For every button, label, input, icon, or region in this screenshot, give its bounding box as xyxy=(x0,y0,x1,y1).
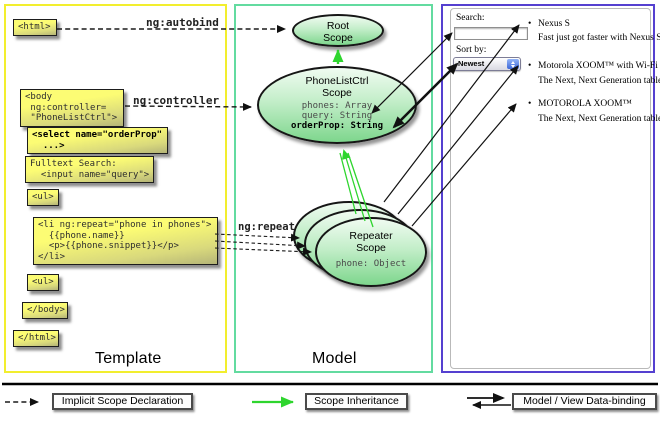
phone-item-desc: Fast just got faster with Nexus S. xyxy=(538,33,660,43)
template-column-title: Template xyxy=(95,350,162,367)
code-line: <html> xyxy=(18,22,51,32)
scope-prop-phone: phone: Object xyxy=(335,259,407,269)
code-line: <p>{{phone.snippet}}</p> xyxy=(38,241,179,251)
search-label: Search: xyxy=(456,13,485,23)
model-column-title: Model xyxy=(312,350,357,367)
repeater-scope-label: Scope xyxy=(356,242,386,254)
code-line: <input name="query"> xyxy=(30,169,150,180)
sort-dropdown[interactable]: Newest xyxy=(453,57,521,71)
code-box-body-close: </body> xyxy=(22,302,68,319)
code-box-li-repeat: <li ng:repeat="phone in phones"> {{phone… xyxy=(33,217,218,265)
phonelistctrl-scope-name: PhoneListCtrl xyxy=(305,75,369,87)
bullet-icon: • xyxy=(528,99,532,109)
ng-autobind-label: ng:autobind xyxy=(146,16,219,29)
code-box-html-open: <html> xyxy=(13,19,57,36)
code-line: </html> xyxy=(18,333,56,343)
phonelistctrl-scope-ellipse: PhoneListCtrl Scope phones: Array query:… xyxy=(257,66,417,144)
phone-item-desc: The Next, Next Generation tablet. xyxy=(538,114,660,124)
arrow-up-icon xyxy=(511,60,515,64)
code-line: <ul> xyxy=(32,277,54,287)
repeater-scope-name: Repeater xyxy=(349,230,393,242)
root-scope-name: Root xyxy=(326,20,350,32)
ng-repeat-label: ng:repeat xyxy=(238,221,295,233)
search-input[interactable] xyxy=(454,27,528,40)
legend-model-view-data-binding: Model / View Data-binding xyxy=(512,393,657,410)
code-box-ul-open: <ul> xyxy=(27,189,59,206)
code-box-select-orderprop: <select name="orderProp" ...> xyxy=(27,127,168,154)
arrow-down-icon xyxy=(511,64,515,68)
code-box-body-open: <body ng:controller= "PhoneListCtrl"> xyxy=(20,89,124,127)
scope-prop-phones: phones: Array xyxy=(301,101,373,111)
code-line: ng:controller= xyxy=(25,102,107,113)
code-box-ul-close: <ul> xyxy=(27,274,59,291)
code-line: <ul> xyxy=(32,192,54,202)
scope-prop-orderprop: orderProp: String xyxy=(290,121,384,131)
phone-item-desc: The Next, Next Generation tablet. xyxy=(538,76,660,86)
legend-scope-inheritance: Scope Inheritance xyxy=(305,393,408,410)
code-line: "PhoneListCtrl"> xyxy=(25,113,118,123)
legend-implicit-scope-declaration: Implicit Scope Declaration xyxy=(52,393,193,410)
ng-controller-label: ng:controller xyxy=(133,94,220,107)
sort-dropdown-value: Newest xyxy=(458,59,485,68)
code-line: </li> xyxy=(38,251,66,262)
code-line: ...> xyxy=(32,140,65,151)
code-box-fulltext-search: Fulltext Search: <input name="query"> xyxy=(25,156,154,183)
code-line: <body xyxy=(25,92,53,102)
sort-by-label: Sort by: xyxy=(456,45,487,55)
view-rendered-panel: Search: Sort by: Newest • Nexus S Fast j… xyxy=(450,8,660,369)
phone-item-name: Nexus S xyxy=(538,19,570,29)
phone-item-name: Motorola XOOM™ with Wi-Fi xyxy=(538,61,658,71)
root-scope-label: Scope xyxy=(323,32,353,44)
model-panel xyxy=(234,4,433,373)
bullet-icon: • xyxy=(528,61,532,71)
repeater-scope-ellipse-front: Repeater Scope phone: Object xyxy=(315,217,427,287)
phonelistctrl-scope-label: Scope xyxy=(322,87,352,99)
code-line: <li ng:repeat="phone in phones"> xyxy=(38,220,212,230)
scope-prop-query: query: String xyxy=(301,111,373,121)
root-scope-ellipse: Root Scope xyxy=(292,14,384,47)
code-line: </body> xyxy=(27,305,65,315)
code-line: {{phone.name}} xyxy=(38,230,125,241)
code-box-html-close: </html> xyxy=(13,330,59,347)
phone-item-name: MOTOROLA XOOM™ xyxy=(538,99,632,109)
dropdown-stepper-icon xyxy=(507,59,519,69)
code-line: <select name="orderProp" xyxy=(32,130,163,140)
bullet-icon: • xyxy=(528,19,532,29)
code-line: Fulltext Search: xyxy=(30,159,117,169)
